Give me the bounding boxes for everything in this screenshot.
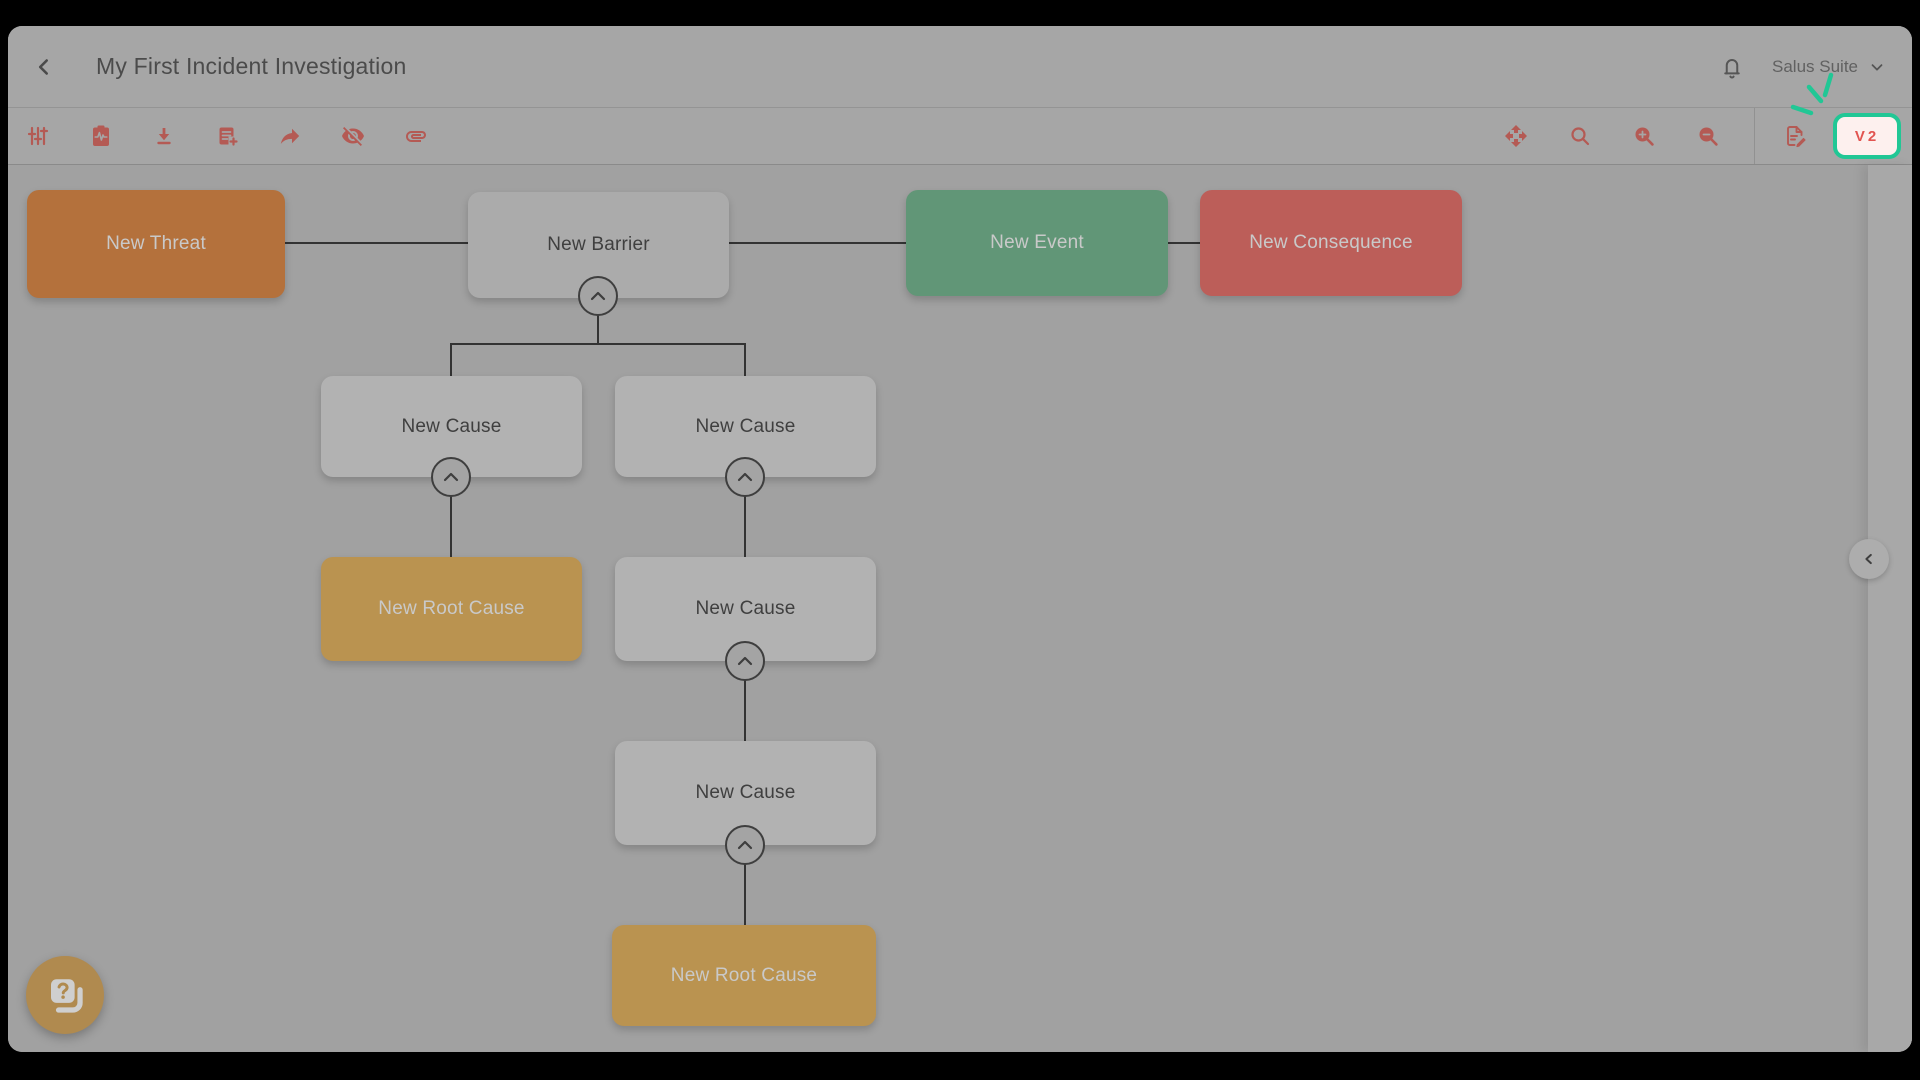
edge-branch-horizontal [450,343,746,345]
v2-button[interactable]: V2 [1833,113,1901,159]
chevron-left-icon [31,54,57,80]
diagram-canvas[interactable]: New Threat New Barrier New Event New Con… [8,165,1912,1052]
chevron-up-icon [590,291,606,301]
collapse-toggle-cause-right-2[interactable] [725,641,765,681]
app-window: My First Incident Investigation Salus Su… [8,26,1912,1052]
node-new-cause-right-1[interactable]: New Cause [615,376,876,477]
node-new-consequence[interactable]: New Consequence [1200,190,1462,296]
edge-causeL-rootL [450,496,452,557]
chevron-down-icon [1868,58,1886,76]
edge-barrier-branch [597,315,599,344]
node-new-root-cause-right[interactable]: New Root Cause [612,925,876,1026]
pan-icon[interactable] [1504,124,1528,148]
toolbar-divider [1754,108,1755,164]
document-edit-icon[interactable] [1783,124,1807,148]
note-add-icon[interactable] [215,124,239,148]
edge-branch-left-drop [450,343,452,376]
chevron-left-icon [1860,550,1878,568]
node-new-event[interactable]: New Event [906,190,1168,296]
edge-event-consequence [1168,242,1200,244]
account-menu[interactable]: Salus Suite [1772,57,1886,77]
chevron-up-icon [737,656,753,666]
edge-branch-right-drop [744,343,746,376]
zoom-out-icon[interactable] [1696,124,1720,148]
tune-icon[interactable] [26,124,50,148]
chevron-up-icon [443,472,459,482]
collapse-toggle-cause-left[interactable] [431,457,471,497]
toolbar-left-group [26,124,428,148]
back-button[interactable] [26,49,62,85]
node-new-cause-right-3[interactable]: New Cause [615,741,876,845]
edge-barrier-event [729,242,906,244]
download-icon[interactable] [152,124,176,148]
help-button[interactable] [26,956,104,1034]
page-title: My First Incident Investigation [96,53,407,79]
chevron-up-icon [737,840,753,850]
bell-icon[interactable] [1718,53,1746,81]
top-bar-right: Salus Suite [1718,53,1886,81]
edge-causeR1-causeR2 [744,496,746,557]
node-new-root-cause-left[interactable]: New Root Cause [321,557,582,661]
zoom-in-icon[interactable] [1632,124,1656,148]
share-icon[interactable] [278,124,302,148]
clipboard-pulse-icon[interactable] [89,124,113,148]
side-panel-toggle[interactable] [1849,539,1889,579]
edge-causeR2-causeR3 [744,680,746,741]
attachment-icon[interactable] [404,124,428,148]
collapse-toggle-cause-right-3[interactable] [725,825,765,865]
account-label: Salus Suite [1772,56,1858,76]
quiz-icon [44,974,86,1016]
search-icon[interactable] [1568,124,1592,148]
node-new-threat[interactable]: New Threat [27,190,285,298]
eye-off-icon[interactable] [341,124,365,148]
edge-causeR3-rootR [744,864,746,925]
toolbar-right-group: V2 [1504,72,1901,164]
chevron-up-icon [737,472,753,482]
v2-button-wrap: V2 [1790,72,1901,159]
top-bar: My First Incident Investigation Salus Su… [8,26,1912,107]
edge-threat-barrier [285,242,468,244]
diagram-toolbar: V2 [8,72,1912,165]
collapse-toggle-cause-right-1[interactable] [725,457,765,497]
right-side-panel-collapsed [1868,165,1912,1052]
collapse-toggle-barrier[interactable] [578,276,618,316]
